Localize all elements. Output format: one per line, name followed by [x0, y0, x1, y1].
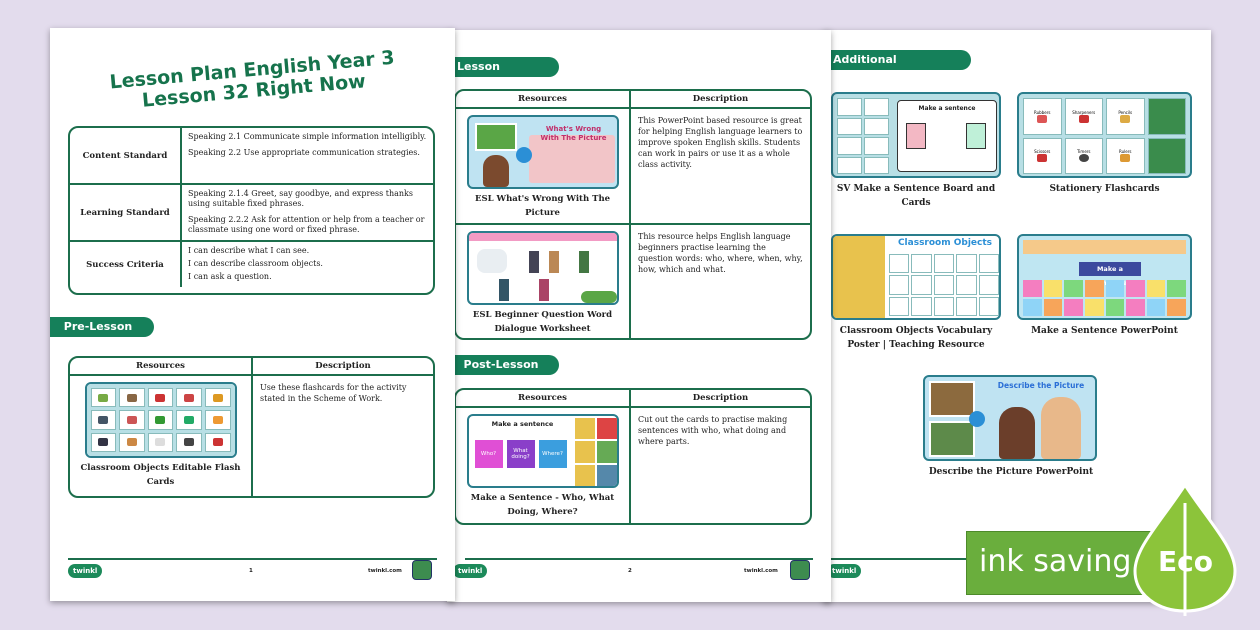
resource-description: This resource helps English language beg… [638, 231, 803, 274]
header-description: Description [692, 393, 749, 403]
table-row: Make a sentence Who? What doing? Where? … [456, 408, 810, 523]
header-resources: Resources [456, 91, 631, 107]
eco-label: Eco [1158, 545, 1213, 578]
row-value: Speaking 2.2.2 Ask for attention or help… [188, 215, 425, 234]
ink-saving-label: ink saving [979, 544, 1132, 579]
resource-caption[interactable]: Classroom Objects Vocabulary Poster | Te… [839, 326, 993, 350]
row-value: I can ask a question. [188, 272, 272, 281]
twinkl-logo: twinkl [827, 564, 862, 578]
card-label: Rulers [1119, 149, 1132, 155]
classroom-objects-poster-thumbnail[interactable]: Classroom Objects [831, 234, 1001, 320]
thumb-title: Classroom Objects [897, 238, 993, 248]
card-who: Who? [474, 440, 503, 468]
table-row: Learning Standard Speaking 2.1.4 Greet, … [70, 185, 433, 242]
quality-badge-icon [412, 560, 432, 580]
card-label: Scissors [1034, 149, 1051, 155]
footer-divider [68, 558, 437, 560]
header-description: Description [315, 361, 371, 371]
resource-description: Use these flashcards for the activity st… [260, 383, 407, 403]
thumb-title: Make a sentence [491, 420, 554, 428]
table-header: Resources Description [70, 358, 433, 376]
footer-url[interactable]: twinkl.com [368, 568, 402, 574]
card-label: Timers [1076, 149, 1091, 155]
resource-caption[interactable]: Make a Sentence PowerPoint [1031, 326, 1178, 336]
stationery-flashcards-thumbnail[interactable]: Rubbers Sharpeners Pencils Scissors Time… [1017, 92, 1192, 178]
pre-lesson-table: Resources Description [68, 356, 435, 498]
row-value: I can describe what I can see. [188, 246, 310, 255]
row-value: I can describe classroom objects. [188, 259, 323, 268]
footer-divider [465, 558, 813, 560]
card-what-doing: What doing? [506, 440, 535, 468]
eco-leaf-icon [1133, 483, 1237, 616]
post-lesson-table: Resources Description Make a sentence Wh… [454, 388, 812, 525]
table-row: What's Wrong With The Picture ESL What's… [456, 109, 810, 223]
lesson-delivery-tab: Lesson Delivery [451, 57, 559, 93]
lesson-plan-page-3: Additional Resources Make a sentence SV … [823, 30, 1211, 602]
resource-caption[interactable]: Classroom Objects Editable Flash Cards [80, 463, 241, 487]
sv-make-sentence-thumbnail[interactable]: Make a sentence [831, 92, 1001, 178]
row-value: Speaking 2.2 Use appropriate communicati… [188, 148, 420, 157]
card-label: Sharpeners [1072, 109, 1096, 115]
table-header: Resources Description [456, 390, 810, 408]
thumb-title: What's Wrong With The Picture [540, 125, 607, 142]
question-word-thumbnail[interactable] [466, 230, 619, 305]
describe-picture-thumbnail[interactable]: Describe the Picture [923, 375, 1097, 461]
row-label: Success Criteria [70, 242, 182, 287]
flashcards-thumbnail[interactable] [84, 382, 237, 458]
resource-caption[interactable]: ESL What's Wrong With The Picture [474, 194, 611, 218]
twinkl-logo: twinkl [453, 564, 488, 578]
resource-caption[interactable]: Describe the Picture PowerPoint [928, 467, 1094, 477]
thumb-title: Make a Sentence [1079, 262, 1141, 287]
pre-lesson-tab: Pre-Lesson [50, 317, 154, 337]
additional-resources-tab: Additional Resources [827, 50, 971, 86]
page-number: 1 [249, 568, 253, 574]
row-label: Content Standard [70, 128, 182, 183]
play-icon [515, 147, 532, 163]
card-label: Pencils [1118, 109, 1133, 115]
play-icon [969, 411, 985, 427]
row-value: Speaking 2.1.4 Greet, say goodbye, and e… [188, 189, 413, 208]
thumb-title: Describe the Picture [997, 381, 1085, 390]
footer-url[interactable]: twinkl.com [744, 568, 778, 574]
lesson-plan-page-2: Lesson Delivery Resources Description Wh… [447, 30, 831, 602]
post-lesson-tab: Post-Lesson [451, 355, 559, 375]
resource-description: Cut out the cards to practise making sen… [638, 415, 788, 446]
table-row: ESL Beginner Question Word Dialogue Work… [456, 222, 810, 338]
resource-caption[interactable]: Make a Sentence - Who, What Doing, Where… [470, 493, 615, 517]
table-header: Resources Description [456, 91, 810, 109]
thumb-title: Make a sentence [918, 105, 976, 112]
resource-caption[interactable]: ESL Beginner Question Word Dialogue Work… [472, 309, 613, 334]
lesson-plan-page-1: Lesson Plan English Year 3 Lesson 32 Rig… [50, 28, 455, 601]
resource-caption[interactable]: SV Make a Sentence Board and Cards [836, 184, 996, 208]
card-where: Where? [538, 440, 567, 468]
make-sentence-powerpoint-thumbnail[interactable]: Make a Sentence [1017, 234, 1192, 320]
row-label: Learning Standard [70, 185, 182, 240]
page-number: 2 [628, 568, 632, 574]
resource-caption[interactable]: Stationery Flashcards [1049, 184, 1160, 194]
row-value: Speaking 2.1 Communicate simple informat… [188, 132, 427, 141]
header-resources: Resources [70, 358, 253, 374]
header-description: Description [692, 94, 749, 104]
header-resources: Resources [456, 390, 631, 406]
twinkl-logo: twinkl [68, 564, 103, 578]
resource-description: This PowerPoint based resource is great … [638, 116, 803, 169]
table-row: Content Standard Speaking 2.1 Communicat… [70, 128, 433, 185]
table-row: Classroom Objects Editable Flash Cards U… [70, 376, 433, 496]
whats-wrong-thumbnail[interactable]: What's Wrong With The Picture [466, 115, 619, 189]
quality-badge-icon [790, 560, 810, 580]
page-title: Lesson Plan English Year 3 Lesson 32 Rig… [107, 47, 400, 114]
standards-table: Content Standard Speaking 2.1 Communicat… [68, 126, 435, 295]
lesson-delivery-table: Resources Description What's Wrong With … [454, 89, 812, 340]
make-sentence-thumbnail[interactable]: Make a sentence Who? What doing? Where? [466, 414, 619, 488]
card-label: Rubbers [1034, 109, 1051, 115]
table-row: Success Criteria I can describe what I c… [70, 242, 433, 287]
